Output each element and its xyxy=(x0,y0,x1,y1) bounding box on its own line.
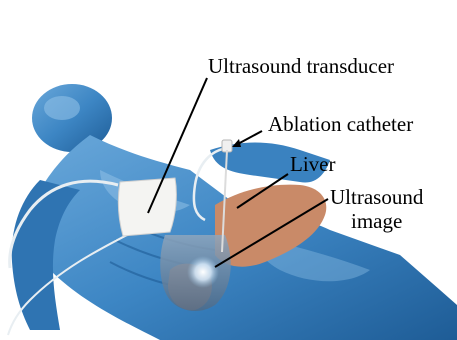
ablation-glow xyxy=(187,256,219,288)
face-highlight xyxy=(44,96,80,120)
ultrasound-transducer-probe xyxy=(118,178,176,236)
label-liver: Liver xyxy=(290,154,335,175)
label-ablation-catheter: Ablation catheter xyxy=(268,114,413,135)
label-ultrasound-image: Ultrasound image xyxy=(330,185,423,233)
label-ultrasound-image-line2: image xyxy=(330,209,423,233)
label-ultrasound-image-line1: Ultrasound xyxy=(330,185,423,209)
label-ultrasound-transducer: Ultrasound transducer xyxy=(208,56,394,77)
